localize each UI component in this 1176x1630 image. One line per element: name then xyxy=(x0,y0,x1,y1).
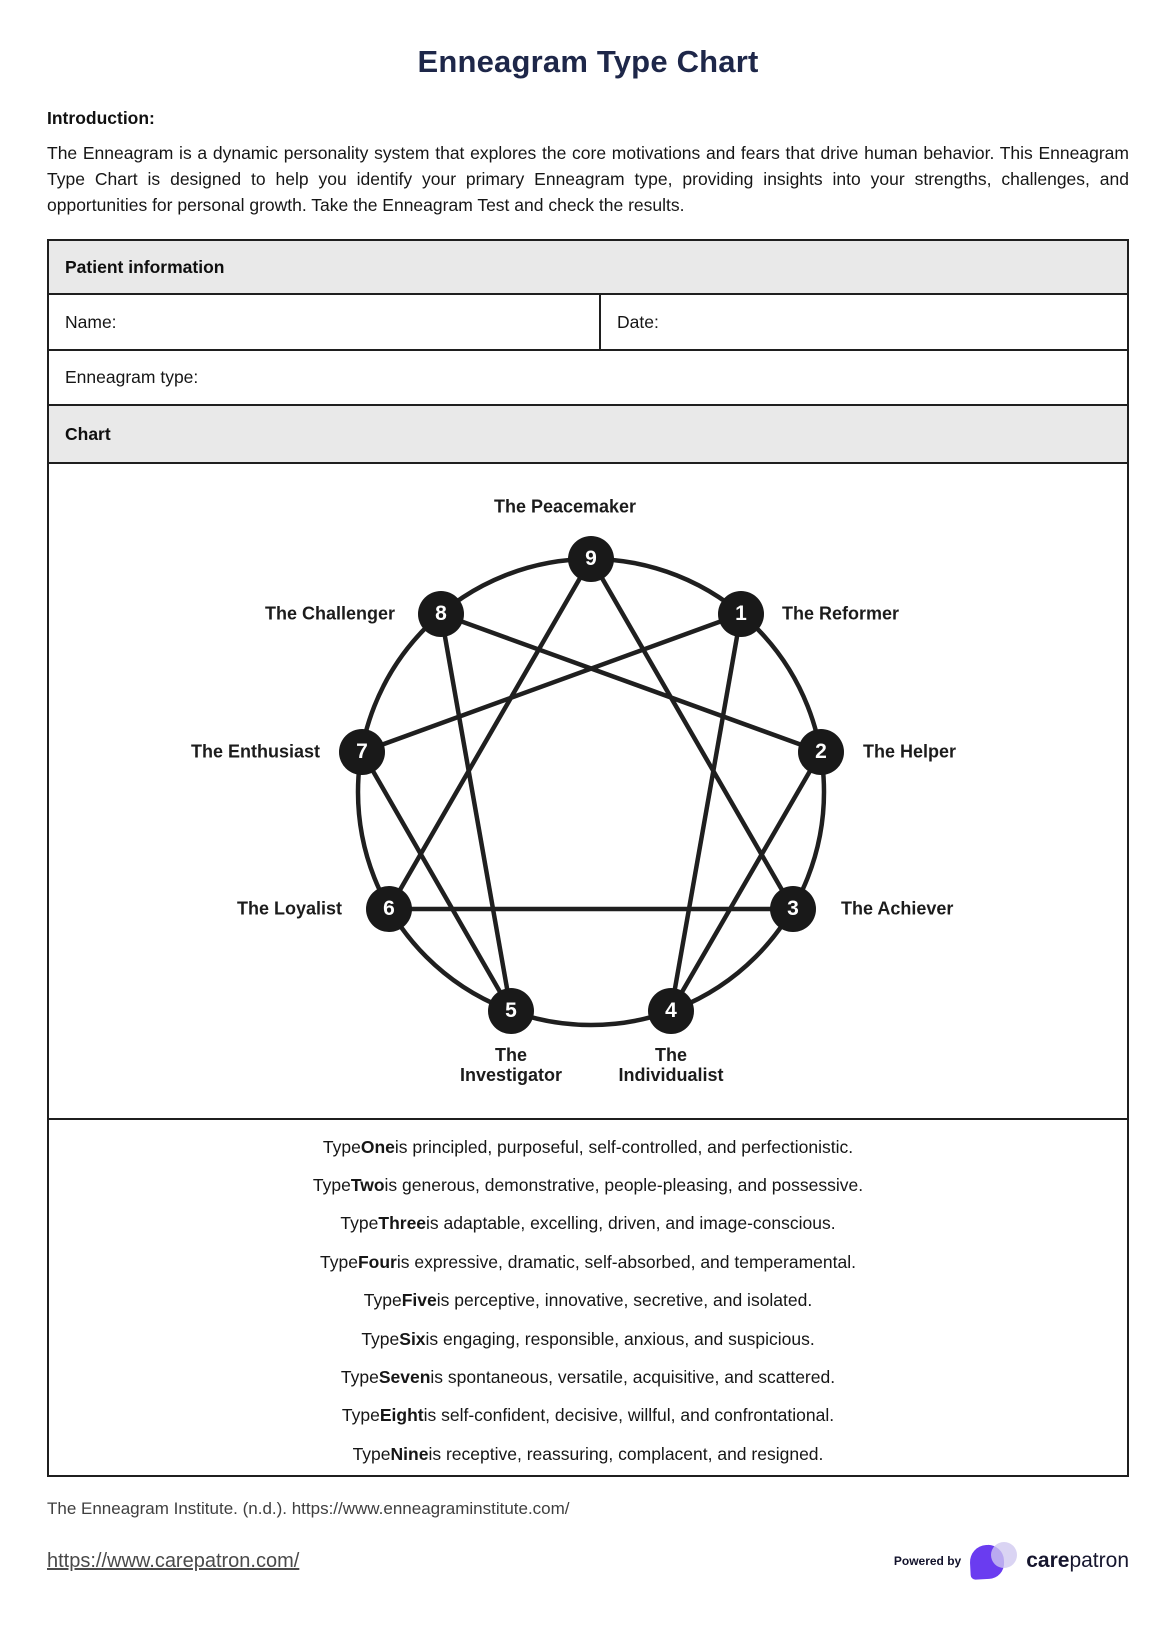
page-title: Enneagram Type Chart xyxy=(417,44,759,79)
node-1: 1 xyxy=(718,591,764,637)
node-4: 4 xyxy=(648,988,694,1034)
date-label: Date: xyxy=(617,311,659,332)
enneagram-type-label: Enneagram type: xyxy=(65,367,199,387)
node-5: 5 xyxy=(488,988,534,1034)
type-descriptions: Type One is principled, purposeful, self… xyxy=(49,1120,1127,1475)
label-achiever: The Achiever xyxy=(841,898,954,919)
type-two-description: Type Two is generous, demonstrative, peo… xyxy=(312,1175,864,1196)
type-eight-description: Type Eight is self-confident, decisive, … xyxy=(341,1405,835,1426)
type-five-description: Type Five is perceptive, innovative, sec… xyxy=(363,1290,813,1311)
type-four-description: Type Four is expressive, dramatic, self-… xyxy=(320,1251,856,1272)
node-8: 8 xyxy=(418,591,464,637)
label-investigator: The Investigator xyxy=(459,1045,563,1085)
type-seven-description: Type Seven is spontaneous, versatile, ac… xyxy=(340,1367,836,1388)
page-footer: https://www.carepatron.com/ Powered by c… xyxy=(47,1540,1129,1582)
enneagram-figure-lines xyxy=(355,556,827,1028)
type-one-description: Type One is principled, purposeful, self… xyxy=(322,1136,854,1157)
patient-information-section-header: Patient information xyxy=(49,241,1127,295)
label-reformer: The Reformer xyxy=(782,603,900,624)
patient-form-table: Patient information Name: Date: Enneagra… xyxy=(47,239,1129,1477)
enneagram-diagram: 9 1 2 3 4 5 6 7 8 The Peacemaker The Ref… xyxy=(49,464,1127,1120)
label-helper: The Helper xyxy=(863,741,957,762)
label-individualist: The Individualist xyxy=(618,1045,724,1085)
carepatron-wordmark: carepatron xyxy=(1026,1549,1129,1572)
node-9: 9 xyxy=(568,536,614,582)
node-2: 2 xyxy=(798,729,844,775)
powered-by-label: Powered by xyxy=(893,1554,962,1568)
label-challenger: The Challenger xyxy=(264,603,395,624)
label-peacemaker: The Peacemaker xyxy=(493,496,637,517)
chart-section-header: Chart xyxy=(49,406,1127,464)
name-field[interactable]: Name: xyxy=(49,295,601,349)
node-3: 3 xyxy=(770,886,816,932)
label-loyalist: The Loyalist xyxy=(236,898,342,919)
introduction-paragraph: The Enneagram is a dynamic personality s… xyxy=(47,143,1129,215)
carepatron-logo-icon xyxy=(969,1540,1018,1582)
carepatron-link[interactable]: https://www.carepatron.com/ xyxy=(47,1549,300,1572)
logo-lavender-shape xyxy=(991,1542,1018,1568)
date-field[interactable]: Date: xyxy=(601,295,1127,349)
type-three-description: Type Three is adaptable, excelling, driv… xyxy=(340,1213,836,1234)
label-enthusiast: The Enthusiast xyxy=(190,741,320,762)
introduction-heading: Introduction: xyxy=(47,108,155,128)
node-7: 7 xyxy=(339,729,385,775)
chart-label: Chart xyxy=(65,423,111,444)
name-date-row: Name: Date: xyxy=(49,295,1127,351)
document-content: Enneagram Type Chart Introduction: The E… xyxy=(47,0,1129,1582)
type-nine-description: Type Nine is receptive, reassuring, comp… xyxy=(352,1443,824,1464)
name-label: Name: xyxy=(65,311,117,332)
source-citation: The Enneagram Institute. (n.d.). https:/… xyxy=(47,1499,570,1518)
type-six-description: Type Six is engaging, responsible, anxio… xyxy=(361,1328,815,1349)
enneagram-type-field[interactable]: Enneagram type: xyxy=(49,351,1127,406)
carepatron-brand: Powered by carepatron xyxy=(894,1540,1129,1582)
patient-information-label: Patient information xyxy=(65,256,225,277)
node-6: 6 xyxy=(366,886,412,932)
